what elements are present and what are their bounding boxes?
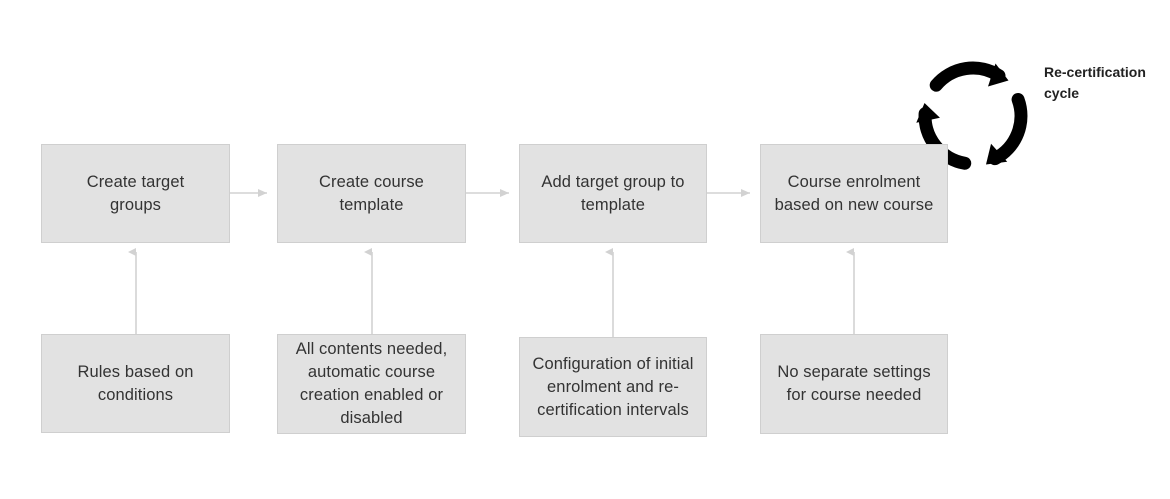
note-box-no-separate-settings[interactable]: No separate settings for course needed [760, 334, 948, 434]
process-box-course-enrolment[interactable]: Course enrolment based on new course [760, 144, 948, 243]
note-box-label: All contents needed, automatic course cr… [295, 340, 448, 427]
note-box-label: Rules based on conditions [77, 362, 194, 404]
process-box-label: Course enrolment based on new course [774, 172, 934, 214]
process-box-add-target-group-to-template[interactable]: Add target group to template [519, 144, 707, 243]
process-box-create-course-template[interactable]: Create course template [277, 144, 466, 243]
process-box-label: Create target groups [86, 172, 185, 214]
process-box-label: Create course template [319, 172, 424, 214]
process-box-create-target-groups[interactable]: Create target groups [41, 144, 230, 243]
process-box-label: Add target group to template [541, 172, 685, 214]
note-box-all-contents-needed[interactable]: All contents needed, automatic course cr… [277, 334, 466, 434]
recertification-cycle-label: Re-certification cycle [1044, 64, 1146, 101]
note-box-configuration-of-intervals[interactable]: Configuration of initial enrolment and r… [519, 337, 707, 437]
note-box-label: No separate settings for course needed [777, 363, 931, 404]
note-box-label: Configuration of initial enrolment and r… [532, 354, 694, 419]
note-box-rules-based-on-conditions[interactable]: Rules based on conditions [41, 334, 230, 433]
note-connectors [128, 248, 855, 337]
